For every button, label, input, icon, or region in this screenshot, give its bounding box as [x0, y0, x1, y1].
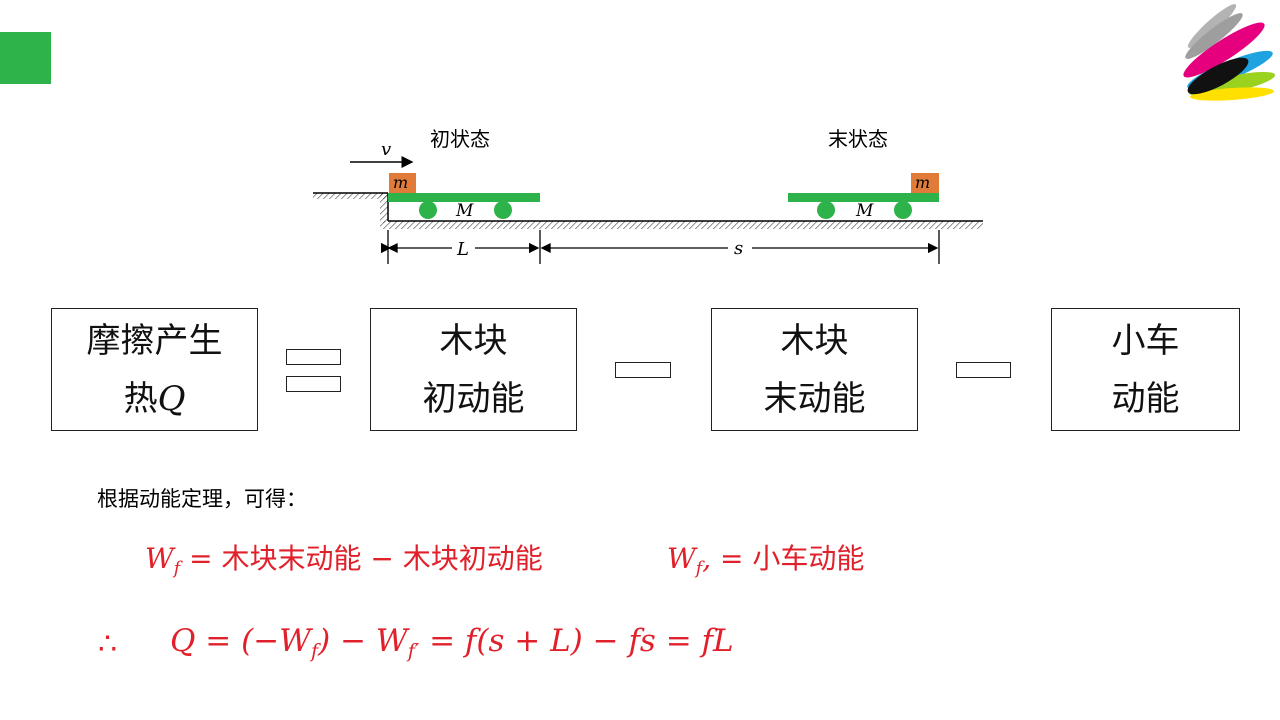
heat-box-line2: 热Q	[124, 370, 186, 428]
final-cart-label: M	[855, 201, 874, 221]
final-cart-board	[788, 193, 939, 202]
final-cart-wheel	[817, 201, 835, 219]
heat-box: 摩擦产生 热Q	[51, 308, 258, 431]
cart-ke-box: 小车 动能	[1051, 308, 1240, 431]
multicolor-petal-logo-icon	[1183, 4, 1276, 101]
block-final-line1: 木块	[780, 320, 849, 361]
block-initial-line1: 木块	[439, 320, 508, 361]
intro-text: 根据动能定理，可得：	[97, 487, 307, 511]
dimension-lines	[380, 230, 940, 264]
block-initial-line2: 初动能	[422, 378, 525, 419]
block-final-ke-box: 木块 末动能	[711, 308, 918, 431]
length-L-label: L	[456, 239, 469, 260]
final-block	[911, 173, 939, 193]
minus-bar-1	[615, 362, 671, 378]
platform	[313, 192, 389, 223]
velocity-label: v	[381, 139, 391, 160]
ground	[380, 220, 983, 229]
physics-diagram: 初状态 v m M 末状态 m M L s	[313, 127, 983, 264]
formula-work-cart: Wf, = 小车动能	[667, 537, 864, 579]
initial-cart-label: M	[455, 201, 474, 221]
formula-heat-result: Q = (−Wf) − Wf′ = f(s + L) − fs = fL	[170, 623, 734, 663]
f3-lhs: Q = (−W	[170, 623, 312, 659]
final-state-label: 末状态	[828, 127, 888, 151]
f2-prime: ,	[702, 542, 712, 575]
cart-line2: 动能	[1111, 378, 1180, 419]
initial-state-label: 初状态	[430, 127, 490, 151]
f3-rhs: = f(s + L) − fs = fL	[419, 623, 734, 659]
equals-bar-top	[286, 349, 341, 365]
final-block-label: m	[915, 173, 930, 192]
f1-sub: f	[173, 559, 181, 580]
f3-mid: ) − W	[318, 623, 408, 659]
f1-rhs: = 木块末动能 − 木块初动能	[189, 542, 543, 575]
f3-sub2: f′	[407, 639, 420, 663]
cart-line1: 小车	[1111, 320, 1180, 361]
formula-work-block: Wf = 木块末动能 − 木块初动能	[145, 537, 543, 579]
initial-cart-wheel	[419, 201, 437, 219]
heat-symbol-Q: Q	[157, 378, 186, 419]
block-initial-ke-box: 木块 初动能	[370, 308, 577, 431]
initial-cart-wheel	[494, 201, 512, 219]
f2-sub: f	[695, 559, 703, 580]
final-cart-wheel	[894, 201, 912, 219]
initial-block	[389, 173, 416, 193]
therefore-symbol: ∴	[98, 627, 118, 662]
f3-sub1: f	[311, 639, 319, 663]
green-accent-bar	[0, 32, 51, 84]
minus-bar-2	[956, 362, 1011, 378]
initial-block-label: m	[393, 173, 408, 192]
initial-cart-board	[388, 193, 540, 202]
block-final-line2: 末动能	[763, 378, 866, 419]
length-s-label: s	[734, 238, 743, 259]
equals-bar-bottom	[286, 376, 341, 392]
f1-W: W	[145, 542, 174, 575]
f2-W: W	[667, 542, 696, 575]
heat-text: 热	[123, 378, 158, 419]
heat-box-line1: 摩擦产生	[86, 320, 223, 361]
f2-rhs: = 小车动能	[720, 542, 865, 575]
